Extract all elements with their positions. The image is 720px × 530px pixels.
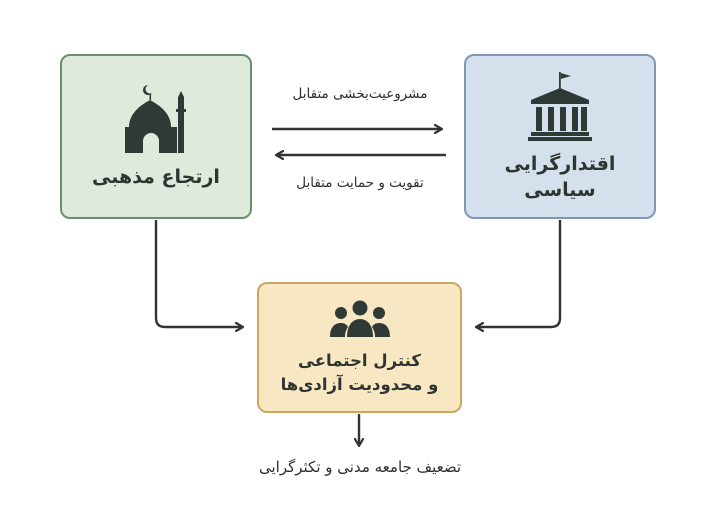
outcome-label: تضعیف جامعه مدنی و تکثرگرایی bbox=[258, 458, 462, 476]
node-control-line2: و محدودیت آزادی‌ها bbox=[280, 374, 439, 394]
node-control-label: کنترل اجتماعی و محدودیت آزادی‌ها bbox=[281, 349, 439, 397]
government-building-icon bbox=[528, 71, 592, 141]
node-religious: ارتجاع مذهبی bbox=[60, 54, 252, 219]
node-control: کنترل اجتماعی و محدودیت آزادی‌ها bbox=[257, 282, 462, 413]
node-political-label: اقتدارگرایی سیاسی bbox=[505, 152, 616, 203]
arrow-religious-to-control bbox=[154, 220, 243, 327]
node-political-line1: اقتدارگرایی bbox=[504, 152, 616, 175]
edge-label-bottom: تقویت و حمایت متقابل bbox=[296, 175, 424, 191]
node-political: اقتدارگرایی سیاسی bbox=[464, 54, 656, 219]
node-political-line2: سیاسی bbox=[524, 178, 596, 201]
people-group-icon bbox=[329, 300, 390, 337]
arrow-political-to-control bbox=[476, 220, 562, 327]
edge-label-top: مشروعیت‌بخشی متقابل bbox=[292, 86, 428, 102]
node-religious-label: ارتجاع مذهبی bbox=[92, 165, 220, 188]
node-control-line1: کنترل اجتماعی bbox=[298, 350, 421, 370]
mosque-icon bbox=[125, 84, 186, 153]
